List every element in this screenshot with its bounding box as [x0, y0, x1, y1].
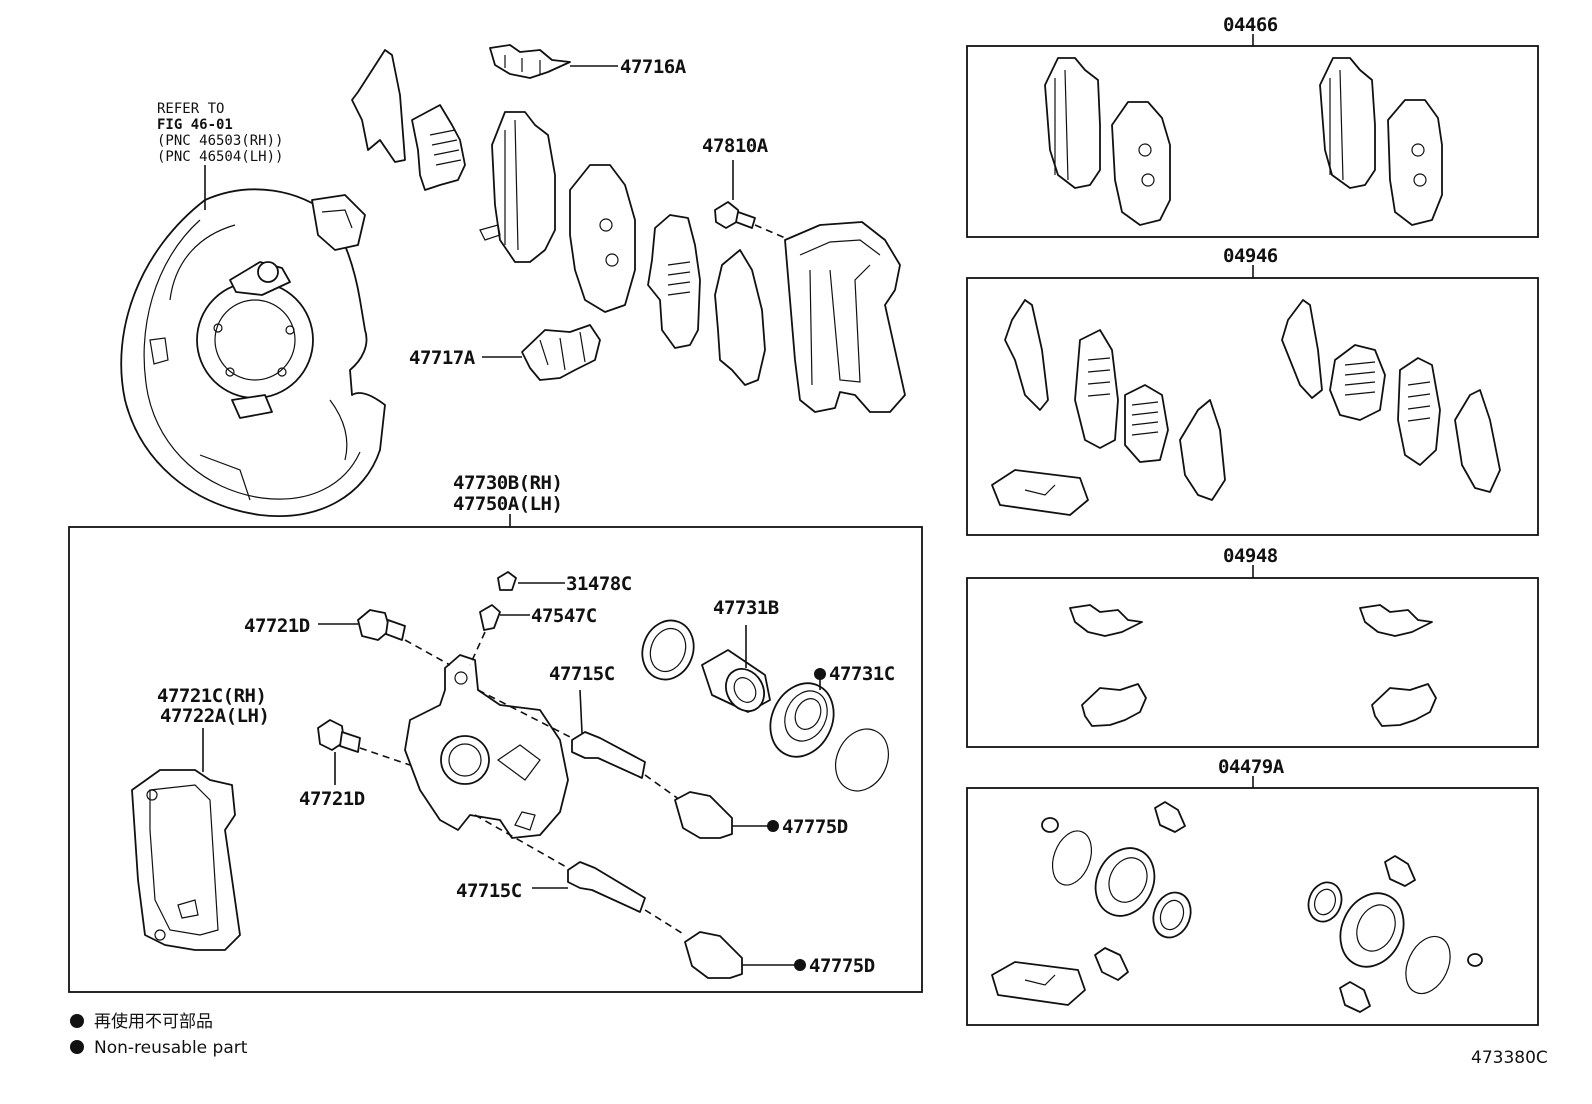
kit-04479A-seals [991, 801, 1483, 1013]
caliper-bolt-top [357, 609, 391, 641]
bleeder-cap [497, 571, 517, 591]
label-47721D-bottom: 47721D [299, 788, 365, 810]
label-47731C: 47731C [829, 663, 895, 685]
cylinder-boot [769, 682, 835, 758]
slide-pin-bottom [567, 861, 646, 913]
legend-dot-jp [70, 1014, 84, 1028]
label-47810A: 47810A [702, 135, 769, 157]
pad-support-plate-top [489, 44, 571, 79]
mounting-bolt-47810A [714, 201, 741, 229]
kit-label-04466: 04466 [1223, 14, 1278, 36]
kit-label-04946: 04946 [1223, 245, 1278, 267]
kit-04946-shims [991, 299, 1501, 516]
label-47721D-top: 47721D [244, 615, 310, 637]
disc-brake-pad-2 [569, 164, 636, 313]
legend-dot-en [70, 1040, 84, 1054]
refer-line-4: (PNC 46504(LH)) [157, 149, 283, 165]
label-47721C: 47721C(RH) [157, 685, 266, 707]
label-31478C: 31478C [566, 573, 632, 595]
caliper-cylinder [404, 654, 569, 839]
label-47750A: 47750A(LH) [453, 493, 562, 515]
anti-squeal-shim-outer [351, 49, 406, 163]
label-47715C-top: 47715C [549, 663, 615, 685]
set-ring [835, 728, 889, 792]
label-47775D-bottom: 47775D [809, 955, 875, 977]
kit-box-04479A [966, 787, 1539, 1026]
bleeder-plug [479, 604, 501, 631]
label-47722A: 47722A(LH) [160, 705, 269, 727]
caliper-assembly-frame [68, 526, 923, 993]
kit-box-04946 [966, 277, 1539, 536]
legend-english: Non-reusable part [94, 1038, 248, 1058]
non-reusable-marker-47775D-top [767, 820, 779, 832]
kit-label-04479A: 04479A [1218, 756, 1285, 778]
slide-bushing-boot-bottom [684, 931, 743, 979]
label-47715C-bottom: 47715C [456, 880, 522, 902]
diagram-code: 473380C [1471, 1048, 1548, 1068]
label-47547C: 47547C [531, 605, 597, 627]
legend-japanese: 再使用不可部品 [94, 1011, 213, 1032]
caliper-piston [701, 649, 771, 713]
anti-squeal-shim-inner [411, 104, 466, 191]
slide-pin-top [571, 731, 646, 779]
caliper-mounting-bracket [784, 221, 906, 413]
kit-04948-clips [1069, 604, 1437, 727]
disc-brake-cylinder-mounting [131, 769, 241, 951]
kit-box-04466 [966, 45, 1539, 238]
label-47730B: 47730B(RH) [453, 472, 562, 494]
dust-cover-backing-plate [120, 188, 386, 517]
refer-line-2: FIG 46-01 [157, 117, 233, 133]
refer-line-1: REFER TO [157, 101, 224, 117]
kit-label-04948: 04948 [1223, 545, 1278, 567]
slide-bushing-boot-top [674, 791, 733, 839]
pad-support-plate-bottom [521, 324, 601, 381]
kit-04466-pads [1044, 57, 1443, 226]
label-47716A: 47716A [620, 56, 687, 78]
label-47775D-top: 47775D [782, 816, 848, 838]
kit-box-04948 [966, 577, 1539, 748]
label-47731B: 47731B [713, 597, 779, 619]
anti-squeal-shim-3 [647, 214, 701, 349]
non-reusable-marker-47731C [814, 668, 826, 680]
non-reusable-marker-47775D-bottom [794, 959, 806, 971]
piston-seal [641, 619, 695, 681]
anti-squeal-shim-4 [714, 249, 766, 386]
label-47717A: 47717A [409, 347, 476, 369]
disc-brake-pad-1 [491, 111, 556, 263]
refer-line-3: (PNC 46503(RH)) [157, 133, 283, 149]
